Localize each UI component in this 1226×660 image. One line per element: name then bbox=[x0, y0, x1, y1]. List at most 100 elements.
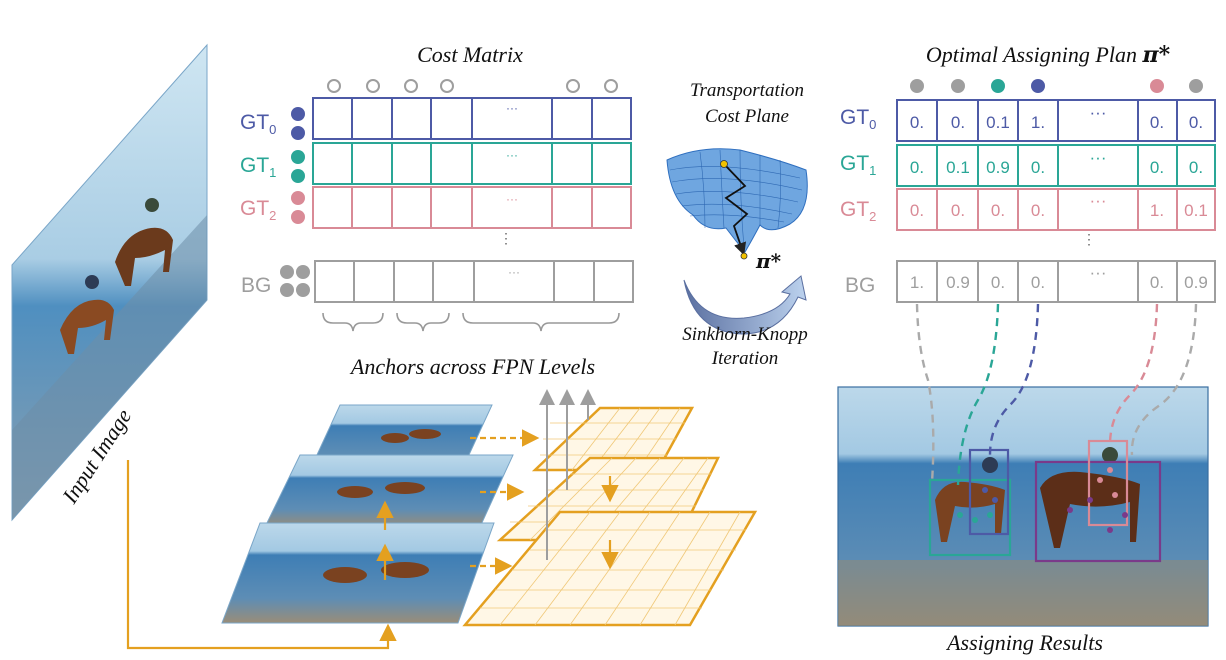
horse-silhouette bbox=[60, 299, 114, 354]
transport-title-line2: Cost Plane bbox=[705, 106, 789, 127]
cost-row-label-gt0: GT0 bbox=[240, 111, 276, 137]
plan-row-label-bg: BG bbox=[845, 274, 875, 297]
cost-row-bg bbox=[314, 260, 634, 303]
plan-cell-gt1-5: 0. bbox=[1150, 158, 1164, 177]
plan-cell-gt2-0: 0. bbox=[910, 201, 924, 220]
plan-cell-gt0-4: ··· bbox=[1090, 103, 1107, 122]
plan-anchor-dot bbox=[1189, 79, 1203, 93]
plan-cell-bg-4: ··· bbox=[1090, 263, 1107, 282]
plan-row-label-gt0: GT0 bbox=[840, 106, 876, 132]
plan-cell-gt0-6: 0. bbox=[1189, 113, 1203, 132]
plan-cell-gt2-4: ··· bbox=[1090, 191, 1107, 210]
plan-anchor-dot bbox=[951, 79, 965, 93]
gt1-point bbox=[291, 169, 305, 183]
bg-point bbox=[296, 283, 310, 297]
plan-cell-gt2-1: 0. bbox=[951, 201, 965, 220]
cost-surface-grid bbox=[669, 149, 803, 249]
anchor-dots-row bbox=[327, 79, 618, 93]
plan-cell-gt2-6: 0.1 bbox=[1184, 201, 1208, 220]
cost-row-gt1 bbox=[312, 142, 632, 185]
cost-row-label-gt2: GT2 bbox=[240, 197, 276, 223]
cost-ellipsis: ··· bbox=[506, 101, 518, 115]
bbox-gt2 bbox=[1087, 439, 1129, 527]
plan-cell-values: 0. 0. 0.1 1. ··· 0. 0. 0. 0.1 0.9 0. ··· 0. 0. 0. 0. 0. 0… bbox=[910, 103, 1208, 292]
sinkhorn-arc-arrow bbox=[683, 275, 807, 335]
cost-row-gt2 bbox=[312, 186, 632, 229]
connector-gt1 bbox=[956, 303, 1000, 486]
anchor-dot bbox=[404, 79, 418, 93]
gt2-point bbox=[291, 210, 305, 224]
gt-point-dots bbox=[280, 107, 310, 297]
connector-bg bbox=[915, 303, 935, 483]
plan-row-gt0 bbox=[896, 99, 1216, 142]
cost-ellipsis: ··· bbox=[506, 148, 518, 162]
anchor-dot bbox=[604, 79, 618, 93]
plan-cell-bg-0: 1. bbox=[910, 273, 924, 292]
plan-cell-gt0-2: 0.1 bbox=[986, 113, 1010, 132]
anchor-dot bbox=[327, 79, 341, 93]
fpn-arrows bbox=[126, 429, 619, 650]
plan-cell-gt1-4: ··· bbox=[1090, 148, 1107, 167]
cost-ellipsis: ··· bbox=[506, 192, 518, 206]
plan-cell-gt0-3: 1. bbox=[1031, 113, 1045, 132]
connector-bg2 bbox=[1130, 303, 1198, 456]
optimization-path bbox=[723, 163, 749, 256]
rider-silhouette bbox=[982, 457, 998, 473]
transport-title-line1: Transportation bbox=[690, 80, 804, 101]
plan-cell-bg-5: 0. bbox=[1150, 273, 1164, 292]
plan-cell-bg-3: 0. bbox=[1031, 273, 1045, 292]
plan-cell-gt0-5: 0. bbox=[1150, 113, 1164, 132]
anchor-dot bbox=[366, 79, 380, 93]
plan-cell-gt1-1: 0.1 bbox=[946, 158, 970, 177]
plan-cell-gt2-2: 0. bbox=[991, 201, 1005, 220]
plan-cell-bg-6: 0.9 bbox=[1184, 273, 1208, 292]
rider-silhouette bbox=[85, 275, 99, 289]
optimal-plan-title: Optimal Assigning Plan π* bbox=[926, 42, 1171, 68]
plan-anchor-dot bbox=[1150, 79, 1164, 93]
connector-gt2 bbox=[1108, 303, 1159, 446]
plan-cell-gt1-3: 0. bbox=[1031, 158, 1045, 177]
plan-row-label-gt1: GT1 bbox=[840, 152, 876, 178]
fpn-up-arrows bbox=[539, 389, 596, 560]
bg-point bbox=[280, 283, 294, 297]
plan-row-bg bbox=[896, 260, 1216, 303]
gt1-point bbox=[291, 150, 305, 164]
fpn-braces bbox=[322, 312, 620, 332]
plan-anchor-dots bbox=[910, 79, 1203, 93]
assigned-points bbox=[957, 467, 1128, 533]
gt2-point bbox=[291, 191, 305, 205]
connector-gt0 bbox=[988, 303, 1040, 456]
sinkhorn-line2: Iteration bbox=[711, 348, 779, 369]
sinkhorn-line1: Sinkhorn-Knopp bbox=[682, 324, 808, 345]
cost-matrix-title: Cost Matrix bbox=[417, 42, 523, 67]
assignment-connectors bbox=[915, 303, 1198, 486]
path-end bbox=[740, 252, 748, 260]
bg-point bbox=[296, 265, 310, 279]
feature-map-3 bbox=[462, 510, 758, 627]
input-image-panel: Input Image bbox=[11, 43, 208, 522]
plan-cell-bg-2: 0. bbox=[991, 273, 1005, 292]
assigning-results-label: Assigning Results bbox=[945, 630, 1103, 655]
fpn-horse-marks bbox=[323, 429, 441, 583]
gt0-point bbox=[291, 126, 305, 140]
plan-anchor-dot bbox=[1031, 79, 1045, 93]
plan-row-label-gt2: GT2 bbox=[840, 198, 876, 224]
plan-cell-gt2-5: 1. bbox=[1150, 201, 1164, 220]
pi-star-label: π* bbox=[755, 249, 782, 273]
plan-cell-gt1-0: 0. bbox=[910, 158, 924, 177]
horse-silhouette bbox=[935, 481, 1005, 542]
plan-row-gt2 bbox=[896, 188, 1216, 231]
plan-anchor-dot bbox=[910, 79, 924, 93]
cost-row-gt0 bbox=[312, 97, 632, 140]
horse-silhouette bbox=[1040, 471, 1140, 548]
plan-cell-gt1-6: 0. bbox=[1189, 158, 1203, 177]
anchor-dot bbox=[566, 79, 580, 93]
plan-cell-gt2-3: 0. bbox=[1031, 201, 1045, 220]
plan-cell-bg-1: 0.9 bbox=[946, 273, 970, 292]
plan-row-gt1 bbox=[896, 144, 1216, 187]
plan-cell-gt0-0: 0. bbox=[910, 113, 924, 132]
anchors-caption: Anchors across FPN Levels bbox=[349, 354, 595, 379]
cost-surface bbox=[666, 148, 808, 260]
plan-vellipsis: ⋮ bbox=[1082, 231, 1096, 247]
